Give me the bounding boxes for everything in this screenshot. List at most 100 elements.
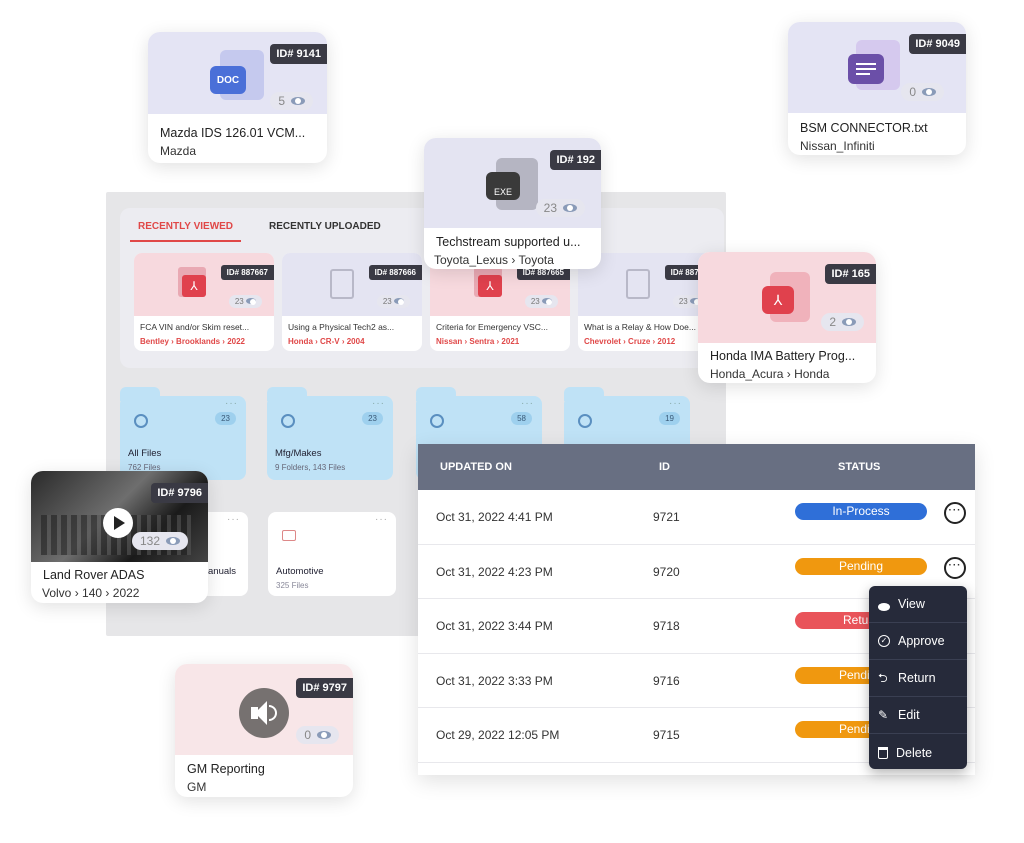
views-badge: 2 <box>821 313 864 331</box>
file-title: Mazda IDS 126.01 VCM... <box>160 126 306 140</box>
eye-icon <box>246 298 256 305</box>
more-icon[interactable]: ··· <box>375 514 388 525</box>
column-header-status[interactable]: STATUS <box>838 461 881 473</box>
menu-item-approve[interactable]: ✓ Approve <box>869 623 967 660</box>
more-icon[interactable]: ··· <box>372 398 385 409</box>
recent-file-card[interactable]: ID# 887664 23 What is a Relay & How Doe.… <box>578 253 718 351</box>
trash-icon <box>878 746 888 759</box>
breadcrumb: Nissan › Sentra › 2021 <box>436 337 520 346</box>
column-header-updated[interactable]: UPDATED ON <box>440 461 512 473</box>
views-badge: 58 <box>511 412 532 425</box>
file-card-landrover[interactable]: ID# 9796 132 Land Rover ADAS Volvo › 140… <box>31 471 208 603</box>
status-badge: In-Process <box>795 503 927 520</box>
folder-automotive[interactable]: ··· Automotive 325 Files <box>268 512 396 596</box>
file-id-badge: ID# 9141 <box>270 44 327 64</box>
views-badge: 23 <box>524 295 558 308</box>
eye-icon <box>842 318 856 326</box>
eye-icon <box>922 88 936 96</box>
row-id: 9720 <box>653 564 680 579</box>
more-options-button[interactable]: ··· <box>944 556 966 579</box>
speaker-icon <box>239 688 289 738</box>
more-icon[interactable]: ··· <box>225 398 238 409</box>
file-thumbnail: DOC ID# 9141 5 <box>148 32 327 114</box>
file-card-techstream[interactable]: EXE ID# 192 23 Techstream supported u...… <box>424 138 601 269</box>
file-id-badge: ID# 9796 <box>151 483 208 503</box>
return-arrow-icon: ⮌ <box>878 671 888 685</box>
folder-all-files[interactable]: ··· 23 All Files 762 Files <box>120 387 246 480</box>
row-id: 9721 <box>653 510 680 524</box>
pencil-icon: ✎ <box>878 708 889 722</box>
eye-icon <box>878 598 890 611</box>
file-thumbnail: ⅄ ID# 165 2 <box>698 252 876 343</box>
file-thumbnail: ID# 887666 23 <box>282 253 422 316</box>
views-badge: 19 <box>659 412 680 425</box>
eye-icon <box>317 731 331 739</box>
tab-recently-viewed[interactable]: RECENTLY VIEWED <box>130 219 242 242</box>
file-card-mazda[interactable]: DOC ID# 9141 5 Mazda IDS 126.01 VCM... M… <box>148 32 327 163</box>
file-title: Criteria for Emergency VSC... <box>436 322 548 332</box>
menu-item-edit[interactable]: ✎ Edit <box>869 697 967 734</box>
row-date: Oct 31, 2022 3:33 PM <box>436 673 553 688</box>
views-badge: 23 <box>228 295 262 308</box>
menu-item-label: Approve <box>898 634 945 648</box>
folder-meta: 9 Folders, 143 Files <box>275 463 346 472</box>
folder-name: All Files <box>128 448 162 459</box>
menu-item-label: Return <box>898 671 936 685</box>
menu-item-view[interactable]: View <box>869 586 967 623</box>
file-card-bsm[interactable]: ID# 9049 0 BSM CONNECTOR.txt Nissan_Infi… <box>788 22 966 155</box>
file-title: FCA VIN and/or Skim reset... <box>140 322 250 332</box>
breadcrumb: Volvo › 140 › 2022 <box>42 586 140 600</box>
column-header-id[interactable]: ID <box>659 461 670 473</box>
breadcrumb: Toyota_Lexus › Toyota <box>434 253 554 267</box>
book-icon <box>330 269 354 299</box>
recent-file-card[interactable]: ID# 887666 23 Using a Physical Tech2 as.… <box>282 253 422 351</box>
file-thumbnail: EXE ID# 192 23 <box>424 138 601 228</box>
eye-icon <box>563 204 577 212</box>
table-header: UPDATED ON ID STATUS <box>418 444 975 490</box>
breadcrumb: Chevrolet › Cruze › 2012 <box>584 337 676 346</box>
file-id-badge: ID# 887666 <box>368 265 422 280</box>
recent-file-card[interactable]: ⅄ ID# 887667 23 FCA VIN and/or Skim rese… <box>134 253 274 351</box>
more-icon[interactable]: ··· <box>669 398 682 409</box>
tab-recently-uploaded[interactable]: RECENTLY UPLOADED <box>269 221 381 232</box>
menu-item-return[interactable]: ⮌ Return <box>869 660 967 697</box>
folder-name: Automotive <box>276 566 324 577</box>
play-button[interactable] <box>103 508 133 538</box>
status-badge: Pending <box>795 557 927 575</box>
menu-item-delete[interactable]: Delete <box>869 734 967 771</box>
row-date: Oct 31, 2022 3:44 PM <box>436 619 553 633</box>
views-badge: 132 <box>131 532 188 550</box>
file-card-gm[interactable]: ID# 9797 0 GM Reporting GM <box>175 664 353 797</box>
views-badge: 23 <box>535 199 585 217</box>
file-title: Honda IMA Battery Prog... <box>710 349 856 363</box>
folder-mfg-makes[interactable]: ··· 23 Mfg/Makes 9 Folders, 143 Files <box>267 387 393 480</box>
file-title: GM Reporting <box>187 762 265 776</box>
table-row[interactable]: Oct 31, 2022 4:23 PM 9720 Pending ··· <box>418 545 975 599</box>
folder-name: Mfg/Makes <box>275 448 322 459</box>
menu-item-label: Edit <box>898 708 920 722</box>
file-thumbnail: ID# 9797 0 <box>175 664 353 755</box>
row-actions-menu: View ✓ Approve ⮌ Return ✎ Edit Delete <box>869 586 967 769</box>
folder-icon <box>578 414 592 428</box>
eye-icon <box>690 298 700 305</box>
file-card-honda[interactable]: ⅄ ID# 165 2 Honda IMA Battery Prog... Ho… <box>698 252 876 383</box>
file-subtitle: Nissan_Infiniti <box>800 139 875 153</box>
book-icon <box>626 269 650 299</box>
folder-icon <box>430 414 444 428</box>
menu-item-label: View <box>898 597 925 611</box>
menu-item-label: Delete <box>896 745 933 760</box>
table-row[interactable]: Oct 31, 2022 4:41 PM 9721 In-Process ··· <box>418 490 975 545</box>
more-options-button[interactable]: ··· <box>944 502 966 524</box>
row-id: 9716 <box>653 673 680 688</box>
pdf-icon: ⅄ <box>762 286 794 314</box>
more-icon[interactable]: ··· <box>227 514 240 525</box>
file-subtitle: Mazda <box>160 144 197 158</box>
exe-icon: EXE <box>486 172 520 200</box>
eye-icon <box>166 537 180 545</box>
file-id-badge: ID# 192 <box>550 150 601 170</box>
file-title: What is a Relay & How Doe... <box>584 322 696 332</box>
check-circle-icon: ✓ <box>878 635 890 647</box>
row-id: 9718 <box>653 619 680 633</box>
more-icon[interactable]: ··· <box>521 398 534 409</box>
views-badge: 0 <box>296 726 339 744</box>
